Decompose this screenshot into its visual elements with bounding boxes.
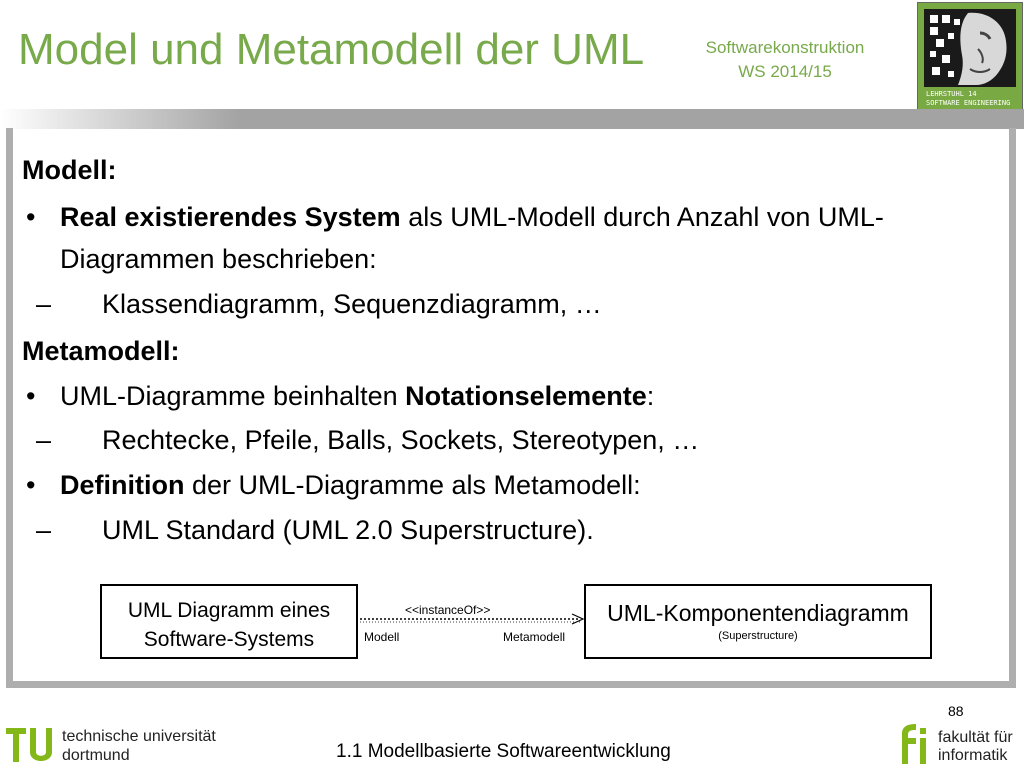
slide-title: Model und Metamodell der UML [18, 25, 645, 74]
bullet-2-text: UML-Diagramme beinhalten [60, 381, 406, 411]
bullet-1-marker: • [26, 202, 36, 232]
model-label: Modell [364, 630, 400, 644]
faculty-name: fakultät für informatik [938, 729, 1013, 765]
fi-line2: informatik [938, 747, 1008, 764]
header-bar [0, 109, 1024, 129]
metamodel-box-title: UML-Komponentendiagramm [607, 600, 909, 626]
bullet-2: UML-Diagramme beinhalten Notationselemen… [60, 383, 654, 410]
fi-line1: fakultät für [938, 729, 1013, 746]
tu-line1: technische universität [62, 728, 216, 745]
tu-name: technische universität dortmund [62, 727, 216, 765]
bullet-1-text: als UML-Modell durch Anzahl von UML- [400, 202, 884, 232]
sub-bullet-1: Klassendiagramm, Sequenzdiagramm, … [102, 289, 602, 319]
bullet-1: Real existierendes System als UML-Modell… [60, 204, 884, 231]
dependency-arrow [360, 613, 585, 625]
bullet-1-continuation: Diagrammen beschrieben: [60, 244, 377, 274]
chair-logo: LEHRSTUHL 14 SOFTWARE ENGINEERING [917, 2, 1023, 110]
model-box-line2: Software-Systems [143, 628, 315, 651]
bullet-1-bold: Real existierendes System [60, 202, 401, 232]
bullet-2-bold: Notationselemente [405, 381, 647, 411]
fi-logo-icon [902, 724, 926, 764]
sub-bullet-2: Rechtecke, Pfeile, Balls, Sockets, Stere… [102, 425, 700, 455]
logo-text-1: LEHRSTUHL 14 [926, 90, 977, 98]
sub-2-marker: – [36, 425, 52, 455]
sub-1-marker: – [36, 289, 52, 319]
chair-logo-graphic: LEHRSTUHL 14 SOFTWARE ENGINEERING [918, 3, 1022, 109]
course-info: Softwarekonstruktion WS 2014/15 [680, 36, 890, 84]
bullet-3-marker: • [26, 470, 36, 500]
modell-heading: Modell: [22, 155, 117, 185]
course-semester: WS 2014/15 [738, 62, 832, 81]
bullet-3: Definition der UML-Diagramme als Metamod… [60, 472, 641, 499]
model-box: UML Diagramm eines Software-Systems [100, 584, 358, 659]
bullet-3-bold: Definition [60, 470, 185, 500]
page-number: 88 [948, 703, 964, 719]
tu-logo-icon [6, 728, 52, 762]
metamodel-label: Metamodell [503, 630, 566, 644]
section-footer: 1.1 Modellbasierte Softwareentwicklung [336, 741, 671, 762]
model-box-line1: UML Diagramm eines [127, 599, 331, 622]
content-frame [6, 128, 1016, 688]
bullet-2-marker: • [26, 381, 36, 411]
sub-bullet-3: UML Standard (UML 2.0 Superstructure). [102, 515, 594, 545]
sub-3-marker: – [36, 515, 52, 545]
bullet-2-suffix: : [646, 381, 655, 411]
metamodell-heading: Metamodell: [22, 336, 180, 366]
course-name: Softwarekonstruktion [705, 38, 865, 57]
metamodel-box-subtitle: (Superstructure) [718, 630, 798, 642]
tu-line2: dortmund [62, 747, 130, 764]
bullet-3-text: der UML-Diagramme als Metamodell: [184, 470, 641, 500]
metamodel-box: UML-Komponentendiagramm (Superstructure) [584, 584, 932, 659]
logo-text-2: SOFTWARE ENGINEERING [926, 99, 1010, 107]
stereotype-label: <<instanceOf>> [405, 603, 491, 617]
